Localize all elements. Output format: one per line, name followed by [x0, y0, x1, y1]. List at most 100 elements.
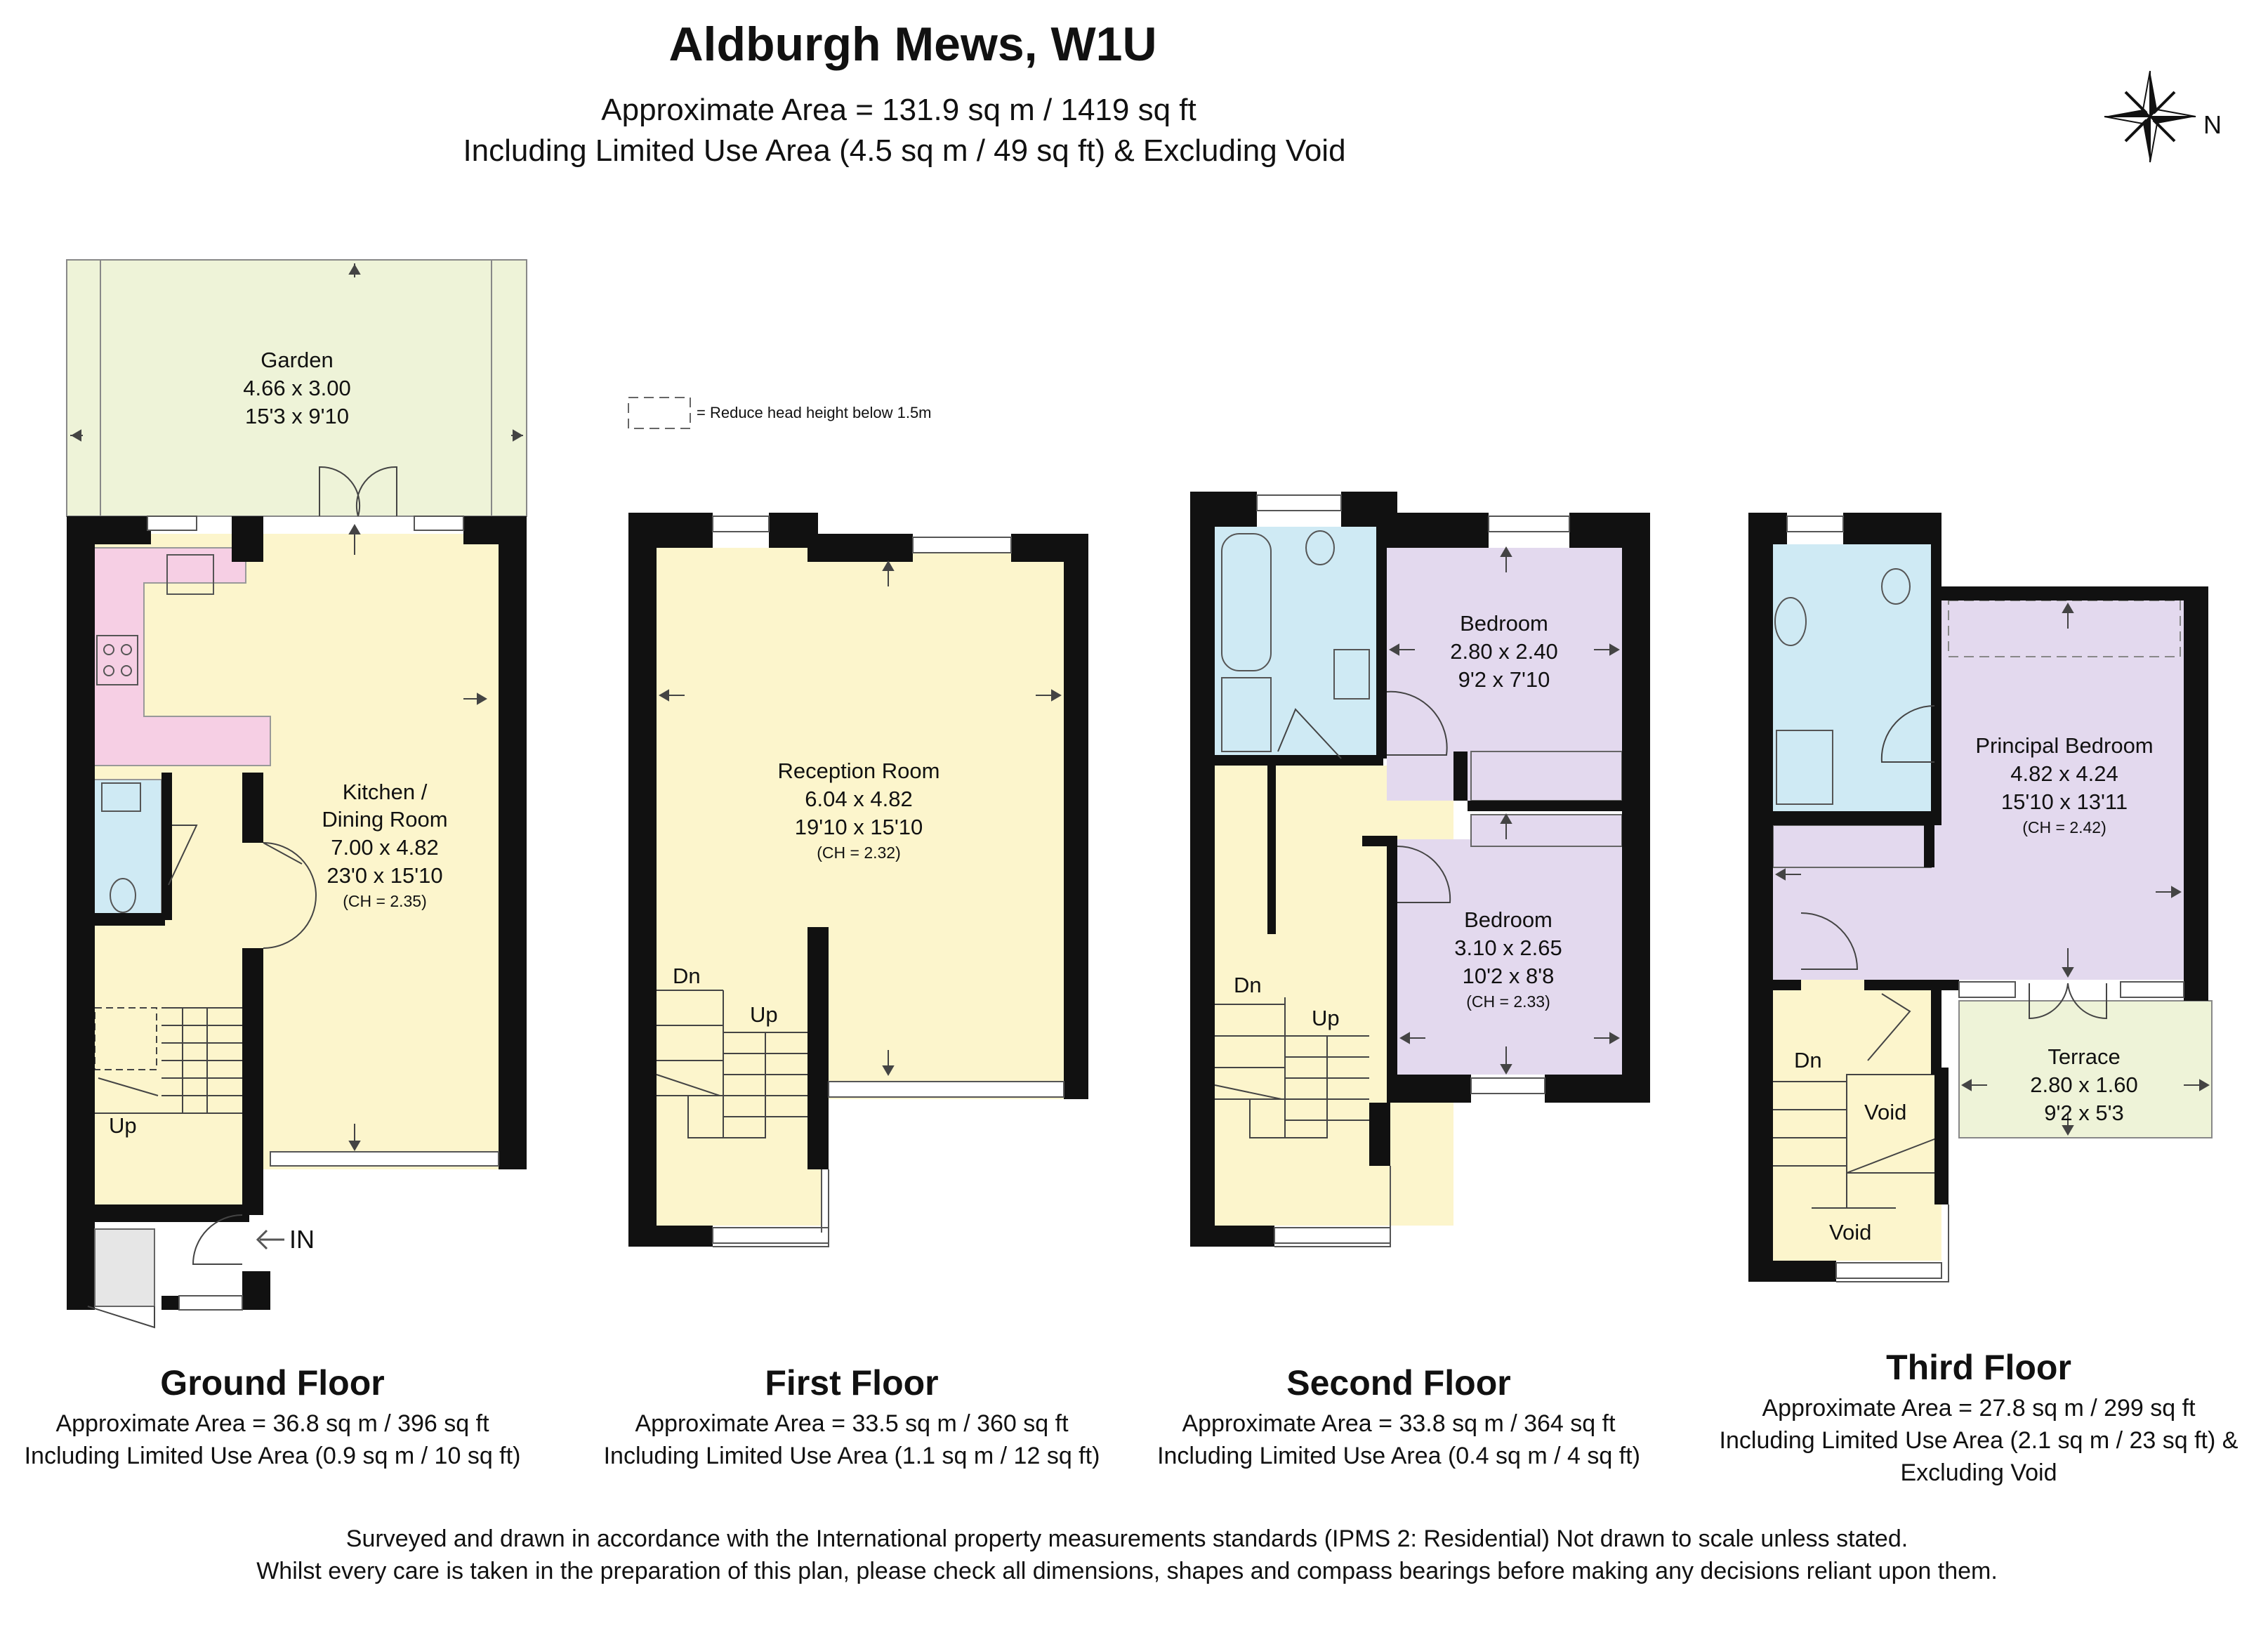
window: [1958, 981, 2016, 998]
reception-ceiling: (CH = 2.32): [817, 843, 901, 862]
shower-icon: [1776, 730, 1833, 805]
kitchen-name: Kitchen /: [343, 780, 428, 804]
bedroom-2a-name: Bedroom: [1460, 611, 1548, 636]
window: [270, 1151, 499, 1167]
entry-label: IN: [289, 1225, 315, 1254]
garden-area: [66, 259, 527, 517]
floor-limited-third-2: Excluding Void: [1900, 1459, 2057, 1486]
floor-area-first: Approximate Area = 33.5 sq m / 360 sq ft: [635, 1410, 1069, 1437]
floor-area-third: Approximate Area = 27.8 sq m / 299 sq ft: [1762, 1395, 2196, 1422]
floor-limited-second: Including Limited Use Area (0.4 sq m / 4…: [1157, 1443, 1640, 1469]
shower-icon: [1221, 677, 1272, 752]
hob-icon: [96, 635, 138, 685]
door-swing: [168, 825, 198, 886]
total-area-note: Including Limited Use Area (4.5 sq m / 4…: [463, 133, 1346, 168]
page-title: Aldburgh Mews, W1U: [668, 18, 1157, 71]
footer-disclaimer-1: Surveyed and drawn in accordance with th…: [345, 1525, 1908, 1552]
head-height-legend-text: = Reduce head height below 1.5m: [697, 404, 932, 421]
front-door-swing: [192, 1214, 243, 1265]
floor-limited-ground: Including Limited Use Area (0.9 sq m / 1…: [24, 1443, 521, 1469]
reception-metric: 6.04 x 4.82: [805, 787, 912, 811]
first-floor-plan: [628, 513, 1088, 1247]
third-floor-plan: [1748, 513, 2213, 1282]
toilet-icon: [110, 878, 136, 913]
floor-limited-first: Including Limited Use Area (1.1 sq m / 1…: [603, 1443, 1100, 1469]
first-stair-floor: [657, 906, 822, 1226]
floor-title-third: Third Floor: [1886, 1348, 2071, 1387]
first-stairs: [656, 990, 807, 1138]
reception-imperial: 19'10 x 15'10: [795, 815, 923, 839]
ground-walls: [67, 516, 527, 1310]
window: [712, 516, 770, 532]
floor-area-ground: Approximate Area = 36.8 sq m / 396 sq ft: [55, 1410, 489, 1437]
door-swing: [1880, 704, 1935, 763]
window: [712, 1227, 829, 1244]
door-swing: [263, 842, 317, 949]
stairs-down-label: Dn: [1234, 973, 1262, 997]
dimension-arrows: [1389, 546, 1620, 1075]
floor-title-ground: Ground Floor: [160, 1363, 385, 1403]
third-walls: [1748, 513, 2208, 1282]
second-walls: [1190, 492, 1650, 1247]
door-swing: [1800, 912, 1859, 970]
window: [1470, 1077, 1545, 1094]
terrace-metric: 2.80 x 1.60: [2030, 1072, 2137, 1097]
compass-rose-icon: [2104, 70, 2196, 163]
window: [1488, 516, 1570, 532]
third-bathroom: [1773, 544, 1931, 811]
door-swing: [1386, 690, 1448, 756]
stairs-down-label: Dn: [673, 964, 701, 988]
door-swing: [1867, 993, 1911, 1061]
second-bathroom: [1215, 527, 1376, 766]
wardrobe: [1470, 814, 1623, 847]
third-stair-floor: [1773, 980, 1941, 1261]
kitchen-ceiling: (CH = 2.35): [343, 892, 427, 910]
head-height-legend-icon: [628, 397, 691, 429]
second-stairs: [1214, 997, 1369, 1138]
window: [1274, 1227, 1391, 1244]
dimension-arrows: [1775, 603, 2210, 1136]
principal-bedroom-name: Principal Bedroom: [1975, 733, 2153, 758]
basin-icon: [101, 782, 141, 812]
garden-doors: [319, 466, 397, 517]
bedroom-2a-imperial: 9'2 x 7'10: [1458, 667, 1550, 692]
bedroom-2a-metric: 2.80 x 2.40: [1450, 639, 1557, 664]
dimension-arrows: [659, 560, 1062, 1076]
wardrobe: [1470, 751, 1623, 801]
third-stairs: [1773, 1074, 1942, 1209]
bedroom-2b-ceiling: (CH = 2.33): [1466, 992, 1550, 1011]
door-swing: [1397, 845, 1451, 903]
window: [1256, 494, 1342, 511]
void-label: Void: [1829, 1220, 1871, 1245]
kitchen-metric: 7.00 x 4.82: [331, 835, 438, 860]
window: [1835, 1262, 1942, 1279]
kitchen-sink-icon: [166, 554, 214, 595]
ground-stairs: [94, 1007, 246, 1114]
reception-name: Reception Room: [778, 759, 940, 783]
stairs-down-label: Dn: [1794, 1048, 1822, 1072]
floor-title-second: Second Floor: [1286, 1363, 1511, 1403]
terrace-name: Terrace: [2048, 1044, 2120, 1069]
window: [178, 1295, 243, 1311]
bedroom-2b-imperial: 10'2 x 8'8: [1463, 964, 1555, 988]
principal-bedroom-metric: 4.82 x 4.24: [2010, 761, 2118, 786]
bedroom-2b-name: Bedroom: [1464, 907, 1552, 932]
garden-metric: 4.66 x 3.00: [243, 376, 350, 400]
dimension-arrows: [70, 263, 523, 1151]
window: [912, 537, 1012, 553]
wardrobe: [1772, 825, 1932, 868]
window: [828, 1081, 1064, 1098]
basin-icon: [1774, 597, 1807, 646]
void-label: Void: [1864, 1100, 1906, 1124]
ground-floor-plan: [66, 259, 527, 1329]
kitchen-name-2: Dining Room: [322, 807, 447, 832]
compass-north-label: N: [2203, 110, 2222, 139]
toilet-icon: [1305, 530, 1335, 565]
window: [147, 516, 197, 531]
total-area: Approximate Area = 131.9 sq m / 1419 sq …: [601, 93, 1196, 127]
kitchen-imperial: 23'0 x 15'10: [327, 863, 442, 888]
second-floor-plan: [1190, 492, 1650, 1247]
toilet-icon: [1881, 568, 1911, 605]
footer-disclaimer-2: Whilst every care is taken in the prepar…: [256, 1558, 1998, 1584]
